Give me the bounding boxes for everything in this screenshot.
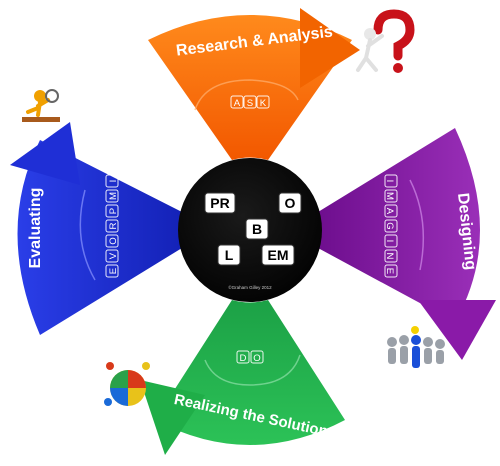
imagine-key-letter-3: G — [384, 222, 395, 229]
segment-evaluating — [10, 122, 182, 335]
purple-arrow-head — [418, 300, 496, 360]
tile-l: L — [217, 244, 241, 266]
tile-pr: PR — [204, 192, 236, 214]
title-evaluating: Evaluating — [27, 188, 44, 269]
tile-em: EM — [261, 244, 295, 266]
tile-o-text: O — [285, 195, 296, 211]
center-word-tiles: PR O B L EM ©Graham Gilley 2012 — [204, 192, 302, 290]
imagine-key-letter-1: M — [384, 192, 395, 200]
imagine-key-letter-4: I — [384, 240, 395, 243]
imagine-key-6: E — [384, 264, 398, 278]
tile-em-text: EM — [268, 247, 289, 263]
copyright-text: ©Graham Gilley 2012 — [228, 284, 272, 290]
purple-curved-arrow-outline — [409, 179, 425, 271]
orange-arrow-head — [300, 8, 360, 88]
imagine-key-4: I — [384, 234, 398, 248]
blue-arrow-head — [10, 122, 80, 185]
team-figures-icon — [387, 326, 445, 368]
ask-key-2: K — [256, 95, 270, 109]
imagine-key-1: M — [384, 189, 398, 203]
segment-realizing-solution — [140, 300, 345, 455]
orange-curved-arrow-outline — [194, 79, 299, 111]
tile-pr-text: PR — [210, 195, 229, 211]
tile-l-text: L — [225, 247, 234, 263]
imagine-key-5: N — [384, 249, 398, 263]
ask-key-letter-2: K — [260, 98, 267, 109]
do-key-letter-1: O — [253, 353, 260, 364]
improve-key-0: I — [105, 174, 119, 188]
improve-key-3: R — [105, 219, 119, 233]
puzzle-figures-icon — [104, 362, 150, 406]
ask-key-letter-0: A — [234, 98, 241, 109]
green-wedge — [155, 300, 345, 445]
blue-wedge — [17, 140, 182, 335]
ask-key-1: S — [243, 95, 257, 109]
magnifier-figure-icon — [22, 89, 60, 122]
do-key-1: O — [250, 350, 264, 364]
keys-improve: I M P R O V E — [105, 174, 119, 278]
purple-wedge — [318, 128, 480, 322]
improve-key-letter-2: P — [108, 208, 119, 214]
improve-key-6: E — [105, 264, 119, 278]
ask-key-letter-1: S — [247, 98, 253, 109]
improve-key-letter-5: V — [108, 252, 119, 259]
keys-imagine: I M AG I N E — [384, 174, 398, 278]
segment-research-analysis — [148, 8, 360, 160]
imagine-key-letter-6: E — [384, 268, 395, 274]
improve-key-letter-1: M — [108, 192, 119, 200]
improve-key-letter-4: O — [108, 237, 119, 244]
improve-key-2: P — [105, 204, 119, 218]
improve-key-1: M — [105, 189, 119, 203]
question-mark-figure-icon — [356, 9, 415, 73]
green-arrow-head — [140, 380, 205, 455]
imagine-key-letter-5: N — [384, 253, 395, 260]
tile-b: B — [245, 218, 269, 240]
tile-o: O — [278, 192, 302, 214]
do-key-letter-0: D — [240, 353, 247, 364]
tile-b-text: B — [252, 221, 262, 237]
imagine-key-0: I — [384, 174, 398, 188]
improve-key-5: V — [105, 249, 119, 263]
improve-key-letter-6: E — [108, 268, 119, 274]
imagine-key-letter-2: A — [384, 208, 395, 215]
improve-key-4: O — [105, 234, 119, 248]
improve-key-letter-0: I — [108, 180, 119, 183]
improve-key-letter-3: R — [108, 222, 119, 229]
imagine-key-2: A — [384, 204, 398, 218]
imagine-key-letter-0: I — [384, 180, 395, 183]
blue-curved-arrow-outline — [79, 189, 96, 281]
ask-key-0: A — [230, 95, 244, 109]
green-curved-arrow-outline — [204, 354, 301, 386]
segment-designing — [318, 128, 496, 360]
do-key-0: D — [236, 350, 250, 364]
imagine-key-3: G — [384, 219, 398, 233]
